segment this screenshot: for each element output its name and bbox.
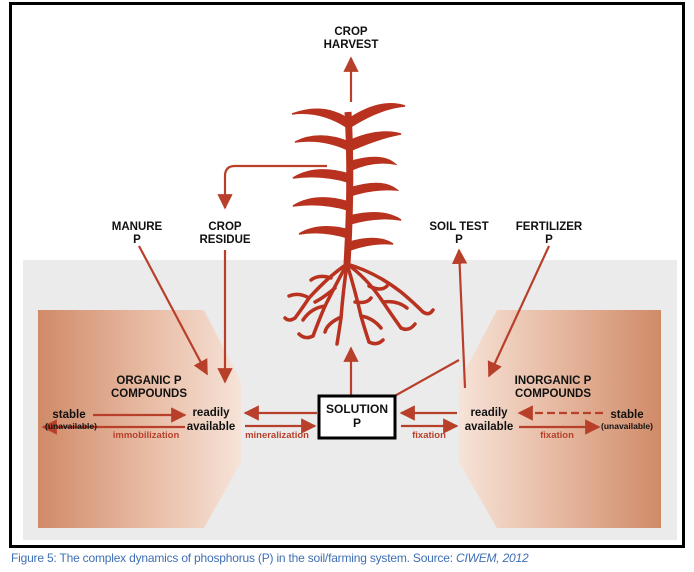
arrow-to-crop-residue [217, 164, 327, 210]
label-fertilizer-1: FERTILIZER [516, 221, 583, 233]
label-readily-left-1: readily [192, 407, 230, 419]
corn-plant-icon [283, 103, 435, 346]
label-readily-right-2: available [465, 421, 514, 433]
arrow-to-soil-test [451, 248, 468, 389]
caption-source: CIWEM, 2012 [455, 551, 529, 565]
label-fixation-right: fixation [540, 430, 574, 441]
caption-text: Figure 5: The complex dynamics of phosph… [11, 551, 456, 565]
solution-p-box [317, 394, 397, 440]
label-soil-test-2: P [455, 234, 463, 246]
label-organic-1: ORGANIC P [116, 375, 182, 387]
label-inorganic-1: INORGANIC P [515, 375, 592, 387]
label-organic-2: COMPOUNDS [111, 388, 187, 400]
label-readily-left-2: available [187, 421, 236, 433]
label-unavailable-right: (unavailable) [601, 421, 653, 431]
label-immobilization: immobilization [113, 430, 180, 441]
label-readily-right-1: readily [470, 407, 508, 419]
label-crop-harvest-2: HARVEST [324, 39, 379, 51]
label-fixation-mid: fixation [412, 430, 446, 441]
label-crop-residue-2: RESIDUE [199, 234, 250, 246]
label-stable-left: stable [52, 409, 85, 421]
figure-caption: Figure 5: The complex dynamics of phosph… [11, 551, 529, 565]
organic-p-wedge [38, 310, 241, 528]
label-stable-right: stable [610, 409, 643, 421]
label-unavailable-left: (unavailable) [45, 421, 97, 431]
label-solution-1: SOLUTION [326, 402, 388, 416]
label-manure-2: P [133, 234, 141, 246]
label-solution-2: P [353, 416, 361, 430]
label-manure-1: MANURE [112, 221, 163, 233]
arrow-fertilizer-to-inorganic [487, 245, 550, 378]
label-mineralization: mineralization [245, 430, 309, 441]
inorganic-p-wedge [459, 310, 661, 528]
label-crop-residue-1: CROP [208, 221, 242, 233]
arrow-manure-to-organic [138, 245, 208, 376]
label-inorganic-2: COMPOUNDS [515, 388, 591, 400]
label-soil-test-1: SOIL TEST [429, 221, 488, 233]
phosphorus-cycle-diagram: CROP HARVEST MANURE P CROP RESIDUE SOIL … [9, 2, 685, 548]
label-fertilizer-2: P [545, 234, 553, 246]
label-crop-harvest-1: CROP [334, 26, 368, 38]
arrow-solution-to-soil-test [390, 359, 460, 399]
